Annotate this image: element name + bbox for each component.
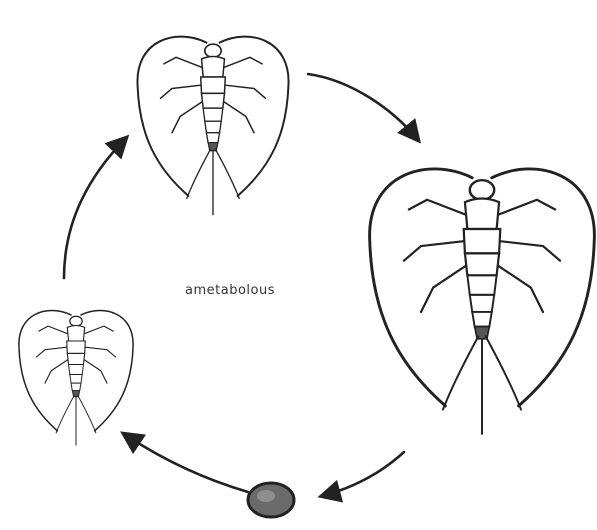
arrow-older-nymph-to-adult	[308, 74, 418, 140]
cycle-type-label: ametabolous	[130, 283, 330, 298]
egg-stage	[248, 483, 294, 517]
arrow-egg-to-young-nymph	[124, 434, 248, 492]
arrow-adult-to-egg	[322, 452, 404, 496]
older-nymph-stage	[137, 37, 288, 215]
young-nymph-stage	[19, 310, 133, 445]
adult-stage	[370, 169, 595, 434]
arrow-young-nymph-to-older-nymph	[64, 138, 126, 278]
